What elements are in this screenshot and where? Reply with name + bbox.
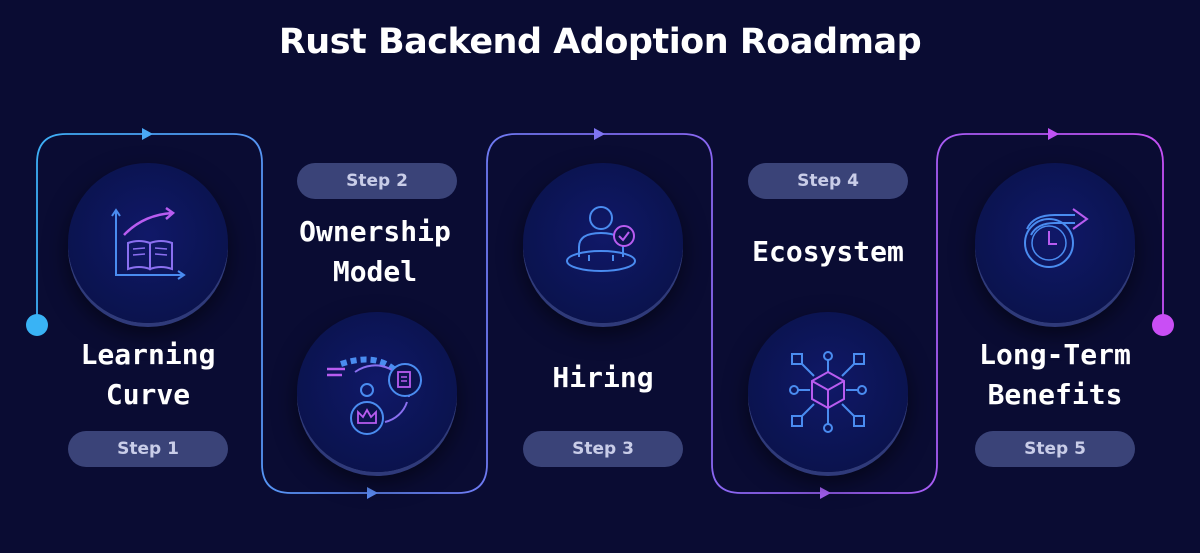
step-2-icon-circle [297, 312, 457, 472]
arrow-marker-4 [820, 487, 831, 499]
arrow-marker-1 [142, 128, 153, 140]
path-end-dot [1152, 314, 1174, 336]
path-start-dot [26, 314, 48, 336]
step-3-icon-circle [523, 163, 683, 323]
step-1-badge: Step 1 [68, 431, 228, 467]
clock-forward-arrow-icon [1024, 208, 1089, 268]
arrow-marker-2 [367, 487, 378, 499]
step-1-icon-circle [68, 163, 228, 323]
arrow-marker-5 [1048, 128, 1059, 140]
step-4-icon-circle [748, 312, 908, 472]
network-cube-icon [789, 351, 867, 433]
step-2-badge: Step 2 [297, 163, 457, 199]
step-5-icon-circle [975, 163, 1135, 323]
arrow-marker-3 [594, 128, 605, 140]
book-growth-chart-icon [111, 206, 186, 280]
step-3-badge: Step 3 [523, 431, 683, 467]
step-3-label: Hiring [552, 361, 654, 394]
person-checkmark-icon [566, 206, 636, 272]
step-4-label: Ecosystem [752, 235, 904, 268]
step-4-badge: Step 4 [748, 163, 908, 199]
step-5-badge: Step 5 [975, 431, 1135, 467]
page-title: Rust Backend Adoption Roadmap [278, 22, 922, 62]
ownership-crown-document-icon [327, 356, 422, 435]
